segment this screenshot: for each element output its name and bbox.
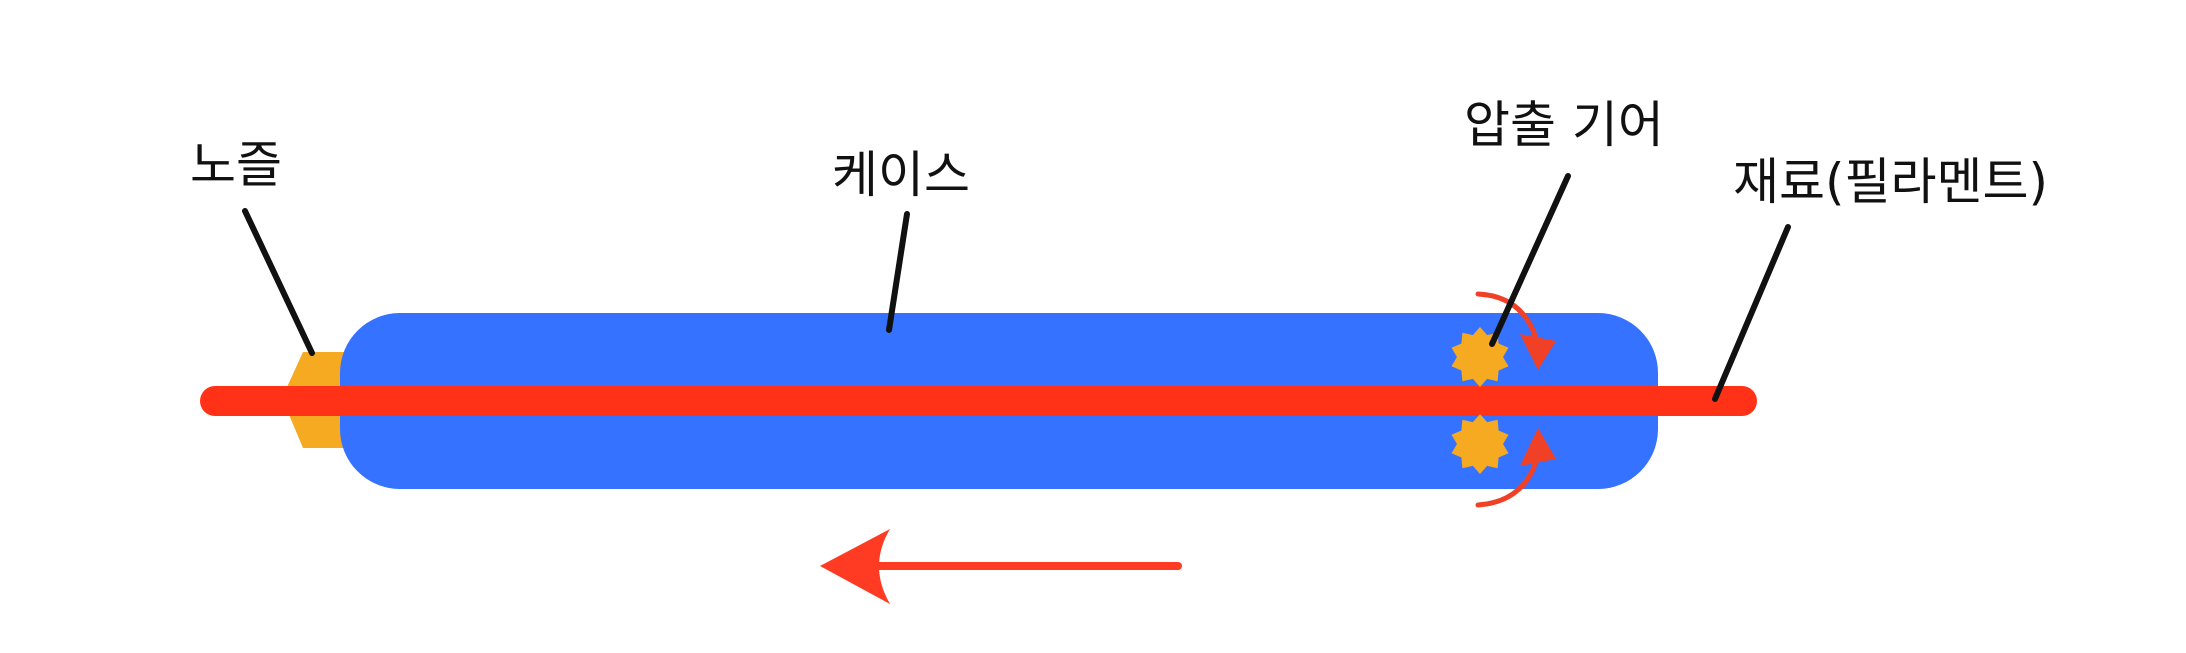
leader-line-gear <box>1489 173 1571 347</box>
gear-icon <box>1451 414 1509 474</box>
leader-line-case <box>886 211 910 333</box>
label-extrusion-gear: 압출 기어 <box>1464 96 1664 154</box>
rotation-arrowhead-top <box>1520 334 1556 370</box>
leader-line-nozzle <box>242 208 315 356</box>
arrow-left-icon <box>820 529 1182 604</box>
rotation-arc-top <box>1475 291 1539 341</box>
rotation-arc-bottom <box>1475 459 1539 508</box>
clockwise-arrow-icon <box>1475 291 1556 370</box>
direction-arrowhead <box>820 529 890 604</box>
label-case: 케이스 <box>832 146 970 204</box>
label-filament: 재료(필라멘트) <box>1733 153 2049 211</box>
rotation-arrowhead-bottom <box>1520 428 1556 466</box>
counterclockwise-arrow-icon <box>1475 428 1556 508</box>
leader-line-filament <box>1712 224 1791 402</box>
label-nozzle: 노즐 <box>190 136 282 194</box>
